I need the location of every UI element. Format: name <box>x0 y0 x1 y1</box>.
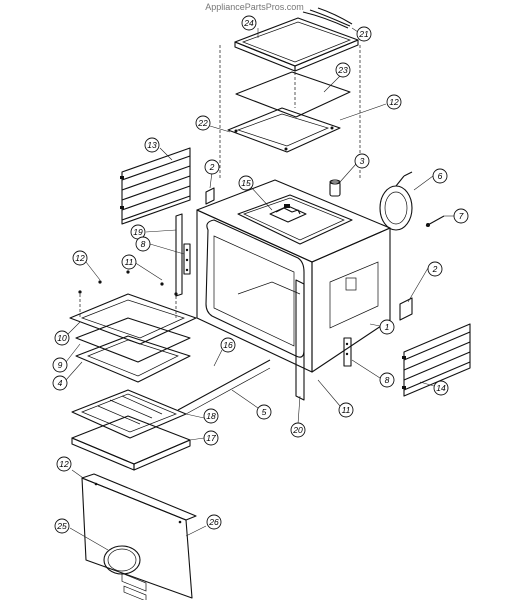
svg-text:23: 23 <box>337 65 348 75</box>
svg-text:2: 2 <box>432 264 438 274</box>
svg-text:16: 16 <box>223 340 233 350</box>
part-15-element <box>269 204 307 223</box>
svg-text:12: 12 <box>75 253 85 263</box>
svg-text:19: 19 <box>133 227 143 237</box>
svg-text:9: 9 <box>58 360 63 370</box>
callout-22: 22 <box>195 115 211 131</box>
callout-24: 24 <box>241 15 257 31</box>
callout-14: 14 <box>433 380 449 396</box>
part-16-rod <box>177 359 271 411</box>
callout-3: 3 <box>354 153 370 169</box>
part-22-frame <box>227 107 341 153</box>
svg-text:17: 17 <box>206 433 216 443</box>
part-2-bracket-right <box>399 297 413 321</box>
part-25-door-window <box>103 545 141 575</box>
callout-23: 23 <box>335 62 351 78</box>
part-26-door-panel <box>81 473 197 600</box>
callout-1: 1 <box>379 319 395 335</box>
svg-text:15: 15 <box>241 178 251 188</box>
callout-6: 6 <box>432 168 448 184</box>
part-2-bracket-upper <box>205 187 215 205</box>
callout-13: 13 <box>144 137 160 153</box>
part-14-right-rack <box>402 323 471 397</box>
part-8-hinge-right <box>343 337 352 367</box>
part-3-fitting <box>329 179 341 197</box>
svg-text:25: 25 <box>56 521 67 531</box>
svg-text:13: 13 <box>147 140 157 150</box>
part-24-top-panel <box>234 17 359 72</box>
callout-25: 25 <box>54 518 70 534</box>
part-7-screw <box>425 215 445 227</box>
callout-21: 21 <box>356 26 372 42</box>
part-6-fan-assembly <box>379 171 413 231</box>
part-4-door-liner <box>75 335 191 383</box>
callout-12-top: 12 <box>386 94 402 110</box>
svg-text:8: 8 <box>385 375 390 385</box>
part-13-left-rack <box>120 147 191 225</box>
callout-17: 17 <box>203 430 219 446</box>
callout-12-bottom: 12 <box>56 456 72 472</box>
svg-text:21: 21 <box>358 29 369 39</box>
svg-text:10: 10 <box>57 333 67 343</box>
svg-text:2: 2 <box>209 162 215 172</box>
svg-text:24: 24 <box>243 18 254 28</box>
callout-7: 7 <box>453 208 469 224</box>
part-9-door-glass <box>75 317 191 363</box>
svg-text:4: 4 <box>58 378 63 388</box>
svg-text:26: 26 <box>208 517 219 527</box>
callout-2-right: 2 <box>427 261 443 277</box>
part-17-broiler-tray <box>71 415 191 471</box>
svg-text:7: 7 <box>459 211 464 221</box>
callout-16: 16 <box>220 337 236 353</box>
part-10-door-frame <box>69 270 197 345</box>
svg-text:22: 22 <box>197 118 208 128</box>
callout-9: 9 <box>52 357 68 373</box>
svg-text:3: 3 <box>360 156 365 166</box>
watermark: AppliancePartsPros.com <box>205 2 304 12</box>
callout-8-right: 8 <box>379 372 395 388</box>
svg-text:12: 12 <box>59 459 69 469</box>
svg-text:1: 1 <box>385 322 390 332</box>
svg-text:8: 8 <box>141 239 146 249</box>
svg-text:11: 11 <box>342 405 351 415</box>
part-23-insulation <box>235 71 351 118</box>
callout-5: 5 <box>256 404 272 420</box>
svg-text:11: 11 <box>125 257 134 267</box>
callout-18: 18 <box>203 408 219 424</box>
callout-2-upper: 2 <box>204 159 220 175</box>
svg-text:12: 12 <box>389 97 399 107</box>
callout-11-right: 11 <box>338 402 354 418</box>
part-5-cable <box>185 367 271 415</box>
svg-text:5: 5 <box>262 407 267 417</box>
callout-26: 26 <box>206 514 222 530</box>
callout-20: 20 <box>290 422 306 438</box>
callout-12-left: 12 <box>72 250 88 266</box>
oven-cavity-body <box>196 179 391 401</box>
callout-15: 15 <box>238 175 254 191</box>
svg-text:6: 6 <box>438 171 443 181</box>
callout-10: 10 <box>54 330 70 346</box>
svg-text:20: 20 <box>292 425 303 435</box>
part-19-hinge-left <box>175 213 191 297</box>
part-21-wires <box>302 7 353 29</box>
callout-11-left: 11 <box>121 254 137 270</box>
callout-4: 4 <box>52 375 68 391</box>
svg-text:14: 14 <box>436 383 446 393</box>
callout-8-left: 8 <box>135 236 151 252</box>
svg-text:18: 18 <box>206 411 216 421</box>
